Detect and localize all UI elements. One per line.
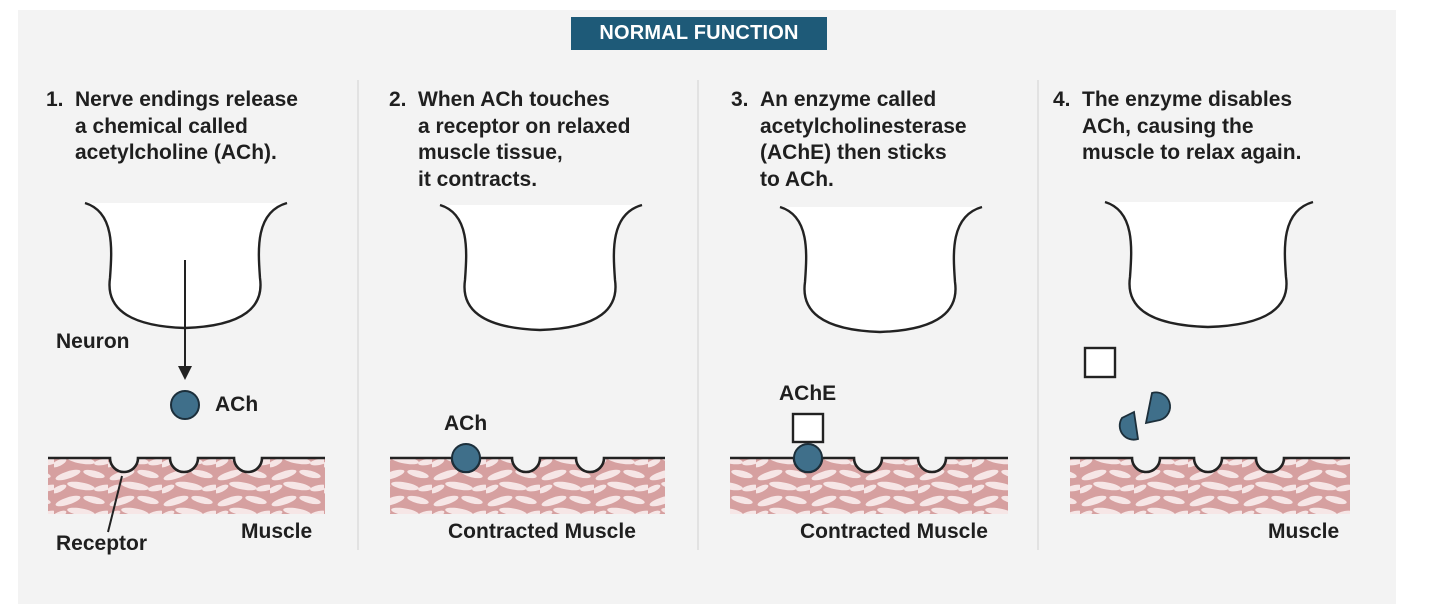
contracted-muscle-label-3: Contracted Muscle: [800, 520, 988, 543]
muscle-label-1: Muscle: [241, 520, 313, 543]
step-number: 4.: [1053, 88, 1071, 111]
ach-molecule-3: [793, 443, 823, 473]
muscle-label-4: Muscle: [1268, 520, 1340, 543]
ach-fragment-left: [1118, 410, 1140, 441]
caption-line: Nerve endings release: [75, 88, 298, 111]
caption-line: muscle tissue,: [418, 141, 563, 164]
neuron-terminal-3: [779, 205, 983, 334]
caption-line: The enzyme disables: [1082, 88, 1293, 111]
contracted-muscle-label-2: Contracted Muscle: [448, 520, 636, 543]
receptor-pointer: [107, 475, 123, 533]
neuron-terminal-2: [439, 203, 643, 332]
step-number: 2.: [389, 88, 407, 111]
ach-fragment-right: [1144, 391, 1171, 425]
caption-line: muscle to relax again.: [1082, 141, 1302, 164]
caption-line: When ACh touches: [418, 88, 610, 111]
ach-label-2: ACh: [444, 412, 488, 435]
caption-line: (AChE) then sticks: [760, 141, 947, 164]
panel-4: [1070, 200, 1350, 514]
muscle-surface-4: [1070, 456, 1350, 474]
step-2-caption: 2. When ACh touches a receptor on relaxe…: [389, 87, 630, 193]
caption-line: acetylcholinesterase: [760, 114, 967, 138]
muscle-tissue-2: [390, 458, 665, 514]
release-arrow-head: [178, 366, 192, 380]
step-number: 3.: [731, 88, 749, 111]
divider-3: [1037, 80, 1039, 550]
caption-line: a chemical called: [75, 114, 248, 138]
ach-molecule-2: [451, 443, 481, 473]
ache-enzyme-4: [1083, 346, 1117, 379]
muscle-tissue-4: [1070, 458, 1350, 514]
step-3-caption: 3. An enzyme called acetylcholinesterase…: [731, 87, 967, 193]
page-title: NORMAL FUNCTION: [571, 17, 827, 50]
muscle-tissue-1: [48, 458, 325, 514]
caption-line: acetylcholine (ACh).: [75, 141, 277, 164]
muscle-tissue-3: [730, 458, 1008, 514]
ach-molecule-1: [170, 390, 200, 420]
panel-2: [390, 203, 665, 514]
receptor-label: Receptor: [56, 532, 148, 555]
panel-1: [48, 201, 325, 533]
caption-line: An enzyme called: [760, 88, 937, 111]
divider-2: [697, 80, 699, 550]
neuron-terminal-4: [1104, 200, 1314, 329]
muscle-surface-1: [48, 456, 325, 474]
step-4-caption: 4. The enzyme disables ACh, causing the …: [1053, 87, 1301, 167]
divider-1: [357, 80, 359, 550]
caption-line: ACh, causing the: [1082, 114, 1254, 138]
caption-line: to ACh.: [760, 167, 834, 191]
step-number: 1.: [46, 88, 64, 111]
neuron-label: Neuron: [56, 330, 130, 353]
ache-enzyme-3: [791, 412, 825, 444]
ache-label-3: AChE: [779, 382, 837, 405]
ach-label-1: ACh: [215, 393, 259, 416]
caption-line: a receptor on relaxed: [418, 114, 631, 138]
caption-line: it contracts.: [418, 167, 538, 191]
step-1-caption: 1. Nerve endings release a chemical call…: [46, 87, 298, 167]
panel-3: [730, 205, 1008, 514]
